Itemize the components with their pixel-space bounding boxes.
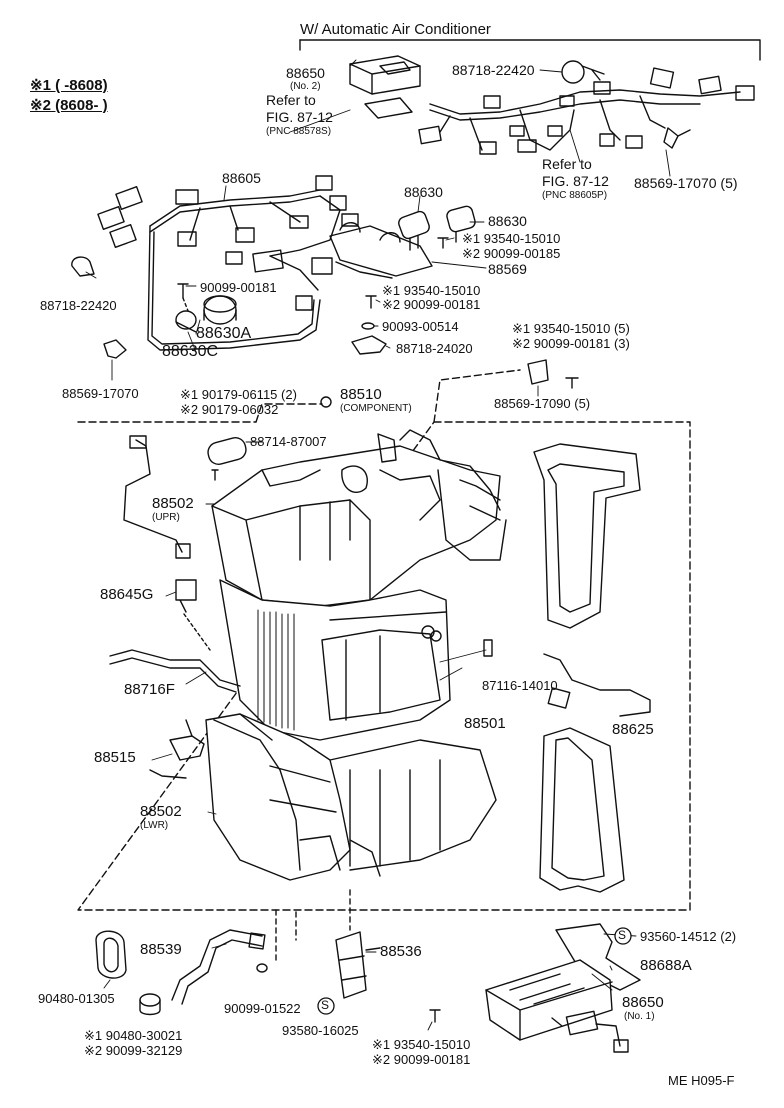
label-88502-lwr-note: (LWR) (140, 820, 169, 831)
left-harness (97, 175, 359, 351)
bracket-left (103, 339, 127, 359)
label-88650-no2: 88650 (286, 65, 325, 81)
label-s1-93540-d: ※1 93540-15010 (372, 1037, 471, 1052)
label-s1-90179-06115: ※1 90179-06115 (2) (180, 387, 297, 402)
label-88630A: 88630A (196, 325, 252, 342)
label-88630C: 88630C (162, 343, 219, 360)
sensor-upr (123, 439, 183, 553)
label-88716F: 88716F (124, 681, 175, 698)
label-s2-90099-32129: ※2 90099-32129 (84, 1043, 183, 1058)
label-87116-14010: 87116-14010 (482, 678, 558, 693)
section-title: W/ Automatic Air Conditioner (300, 21, 491, 38)
label-s2-90099-00181-b: ※2 90099-00181 (382, 297, 481, 312)
label-refer-to-1: Refer to (266, 92, 316, 108)
label-pnc-88578s: (PNC 88578S) (266, 126, 332, 137)
relay-88630A (175, 295, 237, 333)
top-harness (349, 55, 755, 155)
label-s1-93540-c: ※1 93540-15010 (5) (512, 321, 630, 336)
label-88645G: 88645G (100, 586, 154, 603)
label-88650-no1-note: (No. 1) (624, 1011, 655, 1022)
washer-mid (361, 322, 375, 330)
label-90480-01305: 90480-01305 (38, 991, 115, 1006)
label-s2-90179-06032: ※2 90179-06032 (180, 402, 279, 417)
label-88539: 88539 (140, 941, 182, 958)
label-88650-no1: 88650 (622, 994, 664, 1011)
label-88650-no2-note: (No. 2) (290, 81, 321, 92)
valve-88515 (149, 719, 205, 779)
screw-mid (365, 295, 377, 309)
label-s1-90480-30021: ※1 90480-30021 (84, 1028, 183, 1043)
hose-88714 (207, 437, 247, 465)
s-symbol-top-label: S (618, 928, 627, 942)
actuator-88536 (335, 931, 381, 999)
label-88625: 88625 (612, 721, 654, 738)
label-88714-87007: 88714-87007 (250, 434, 327, 449)
label-s1-93540-a: ※1 93540-15010 (462, 231, 561, 246)
label-88536: 88536 (380, 943, 422, 960)
heater-frame-lower (539, 727, 625, 893)
nut-88510 (320, 396, 332, 408)
s-symbol-bottom (317, 997, 335, 1015)
label-88501: 88501 (464, 715, 506, 732)
legend-line-1: ※1 ( -8608) (30, 77, 108, 94)
amplifier-88650 (485, 923, 641, 1053)
header-bracket (299, 39, 761, 61)
screw-left (177, 283, 189, 299)
label-s2-90099-00181-c: ※2 90099-00181 (3) (512, 336, 630, 351)
label-88630-a: 88630 (404, 184, 443, 200)
bracket-88718-24020 (351, 335, 387, 355)
label-88569-17070-left: 88569-17070 (62, 386, 139, 401)
label-s1-93540-b: ※1 93540-15010 (382, 283, 481, 298)
label-88630-b: 88630 (488, 213, 527, 229)
label-refer-to-2: Refer to (542, 156, 592, 172)
legend-line-2: ※2 (8608- ) (30, 97, 108, 114)
label-fig-87-12-1: FIG. 87-12 (266, 109, 333, 125)
label-90093-00514: 90093-00514 (382, 319, 459, 334)
label-88718-22420-left: 88718-22420 (40, 298, 117, 313)
label-88502-upr-note: (UPR) (152, 512, 180, 523)
label-s2-90099-00185: ※2 90099-00185 (462, 246, 561, 261)
heater-frame-upper (533, 443, 641, 629)
label-90099-01522: 90099-01522 (224, 1001, 301, 1016)
figure-code: ME H095-F (668, 1073, 735, 1088)
relay-88630 (398, 205, 476, 251)
label-88569: 88569 (488, 261, 527, 277)
main-unit (205, 429, 507, 881)
label-90099-00181-left: 90099-00181 (200, 280, 277, 295)
hose-88716F (109, 649, 241, 687)
label-88605: 88605 (222, 170, 261, 186)
s-symbol-bottom-label: S (321, 998, 330, 1012)
label-88515: 88515 (94, 749, 136, 766)
label-88510: 88510 (340, 386, 382, 403)
sensor-88625 (543, 653, 651, 717)
label-88502-upr: 88502 (152, 495, 194, 512)
label-88718-22420-top: 88718-22420 (452, 62, 535, 78)
label-pnc-88605p: (PNC 88605P) (542, 190, 608, 201)
component-boundary (77, 421, 691, 911)
clip-left (71, 256, 95, 277)
grommet (95, 930, 127, 979)
label-88688A: 88688A (640, 957, 692, 974)
switch-88645G (175, 579, 197, 613)
label-fig-87-12-2: FIG. 87-12 (542, 173, 609, 189)
label-88502-lwr: 88502 (140, 803, 182, 820)
label-s2-90099-00181-d: ※2 90099-00181 (372, 1052, 471, 1067)
label-88569-17070-5: 88569-17070 (5) (634, 175, 738, 191)
hose-88539 (171, 929, 263, 1001)
label-93560-14512: 93560-14512 (2) (640, 929, 737, 944)
clip-right (527, 359, 549, 385)
bracket-88569 (329, 222, 433, 279)
s-symbol-top (614, 927, 632, 945)
label-88510-component: (COMPONENT) (340, 403, 412, 414)
label-88569-17090-5: 88569-17090 (5) (494, 396, 591, 411)
label-88718-24020: 88718-24020 (396, 341, 473, 356)
label-93580-16025: 93580-16025 (282, 1023, 359, 1038)
